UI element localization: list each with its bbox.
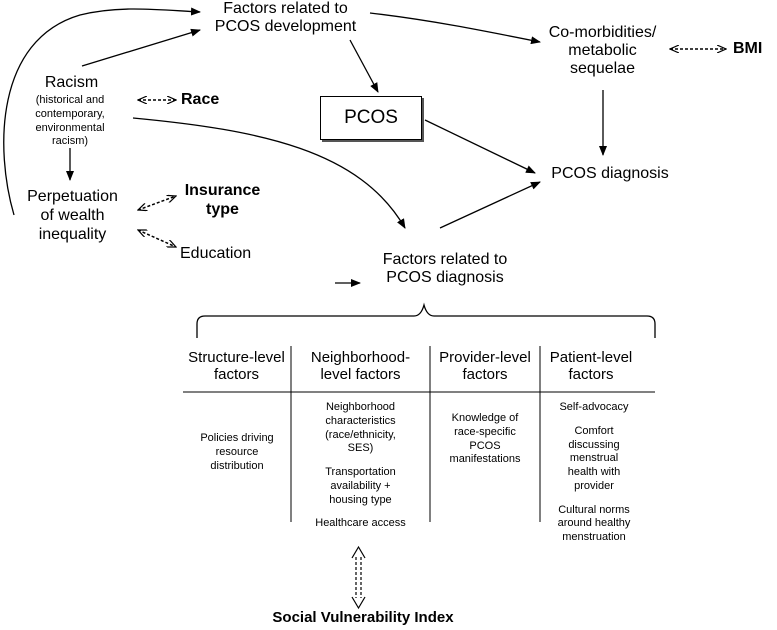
- structure-level-items: Policies driving resource distribution: [185, 432, 289, 483]
- arrow-development-to-comorbidities: [369, 12, 541, 45]
- patient-level-items: Self-advocacy Comfort discussing menstru…: [542, 401, 646, 555]
- bmi-label: BMI: [733, 40, 763, 57]
- racism-detail: (historical and contemporary, environmen…: [35, 94, 105, 148]
- pcos-label: PCOS: [344, 107, 398, 128]
- list-item: Cultural norms around healthy menstruati…: [557, 503, 631, 544]
- header-provider-level: Provider-level factors: [439, 349, 531, 384]
- arrow-factors-diagnosis-to-diagnosis: [439, 181, 541, 229]
- insurance-type-label: Insurance type: [184, 182, 261, 219]
- list-item: Self-advocacy: [559, 401, 629, 413]
- svi-double-arrow: [351, 545, 366, 610]
- provider-level-items: Knowledge of race-specific PCOS manifest…: [432, 412, 538, 477]
- list-item: Healthcare access: [315, 517, 406, 530]
- education-label: Education: [180, 245, 252, 262]
- arrow-pcos-to-diagnosis: [424, 119, 536, 174]
- comorbidities-node: Co-morbidities/ metabolic sequelae: [548, 24, 657, 77]
- list-item: Knowledge of race-specific PCOS manifest…: [449, 412, 521, 466]
- race-label: Race: [181, 91, 220, 108]
- pcos-box: PCOS: [320, 96, 422, 140]
- list-item: Transportation availability + housing ty…: [325, 466, 396, 506]
- arrow-racism-to-development: [81, 28, 201, 67]
- dashed-wealth-insurance: [138, 196, 176, 210]
- arrow-racism-to-factors-diagnosis: [132, 117, 406, 229]
- neighborhood-level-items: Neighborhood characteristics (race/ethni…: [293, 401, 428, 541]
- factors-diagnosis-node: Factors related to PCOS diagnosis: [382, 251, 508, 286]
- wealth-inequality-node: Perpetuation of wealth inequality: [27, 188, 118, 244]
- list-item: Comfort discussing menstrual health with…: [567, 424, 621, 492]
- header-neighborhood-level: Neighborhood- level factors: [310, 349, 411, 384]
- table-brace: [196, 302, 656, 338]
- list-item: Neighborhood characteristics (race/ethni…: [325, 401, 396, 455]
- list-item: Policies driving resource distribution: [200, 432, 274, 472]
- racism-node: Racism: [44, 74, 99, 91]
- pcos-diagnosis-node: PCOS diagnosis: [551, 165, 669, 182]
- arrow-wealth-to-development: [3, 7, 201, 216]
- header-patient-level: Patient-level factors: [549, 349, 633, 384]
- arrow-development-to-pcos: [349, 39, 379, 93]
- factors-development-node: Factors related to PCOS development: [214, 0, 357, 35]
- dashed-wealth-education: [138, 229, 176, 248]
- svi-label: Social Vulnerability Index: [272, 609, 454, 626]
- header-structure-level: Structure-level factors: [188, 349, 285, 384]
